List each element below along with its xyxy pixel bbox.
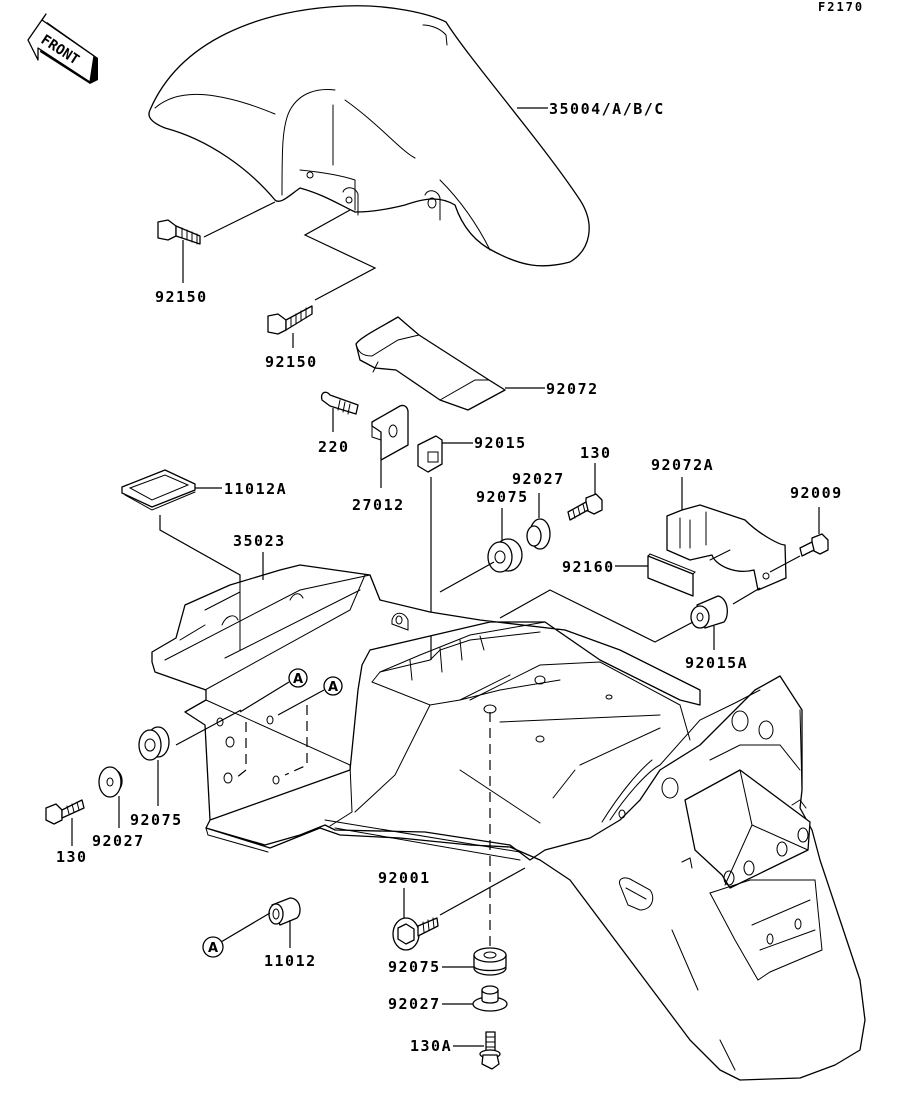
label-220: 220	[318, 438, 350, 456]
grommet-92075-top[interactable]	[487, 538, 523, 573]
label-92150-left: 92150	[155, 288, 208, 306]
label-92001: 92001	[378, 869, 431, 887]
front-direction-arrow-icon: FRONT	[27, 13, 98, 84]
screw-92009-icon[interactable]	[799, 533, 829, 557]
label-92015: 92015	[474, 434, 527, 452]
bolt-130-top-icon[interactable]	[567, 493, 603, 521]
label-92075-left: 92075	[130, 811, 183, 829]
label-11012a: 11012A	[224, 480, 287, 498]
grommet-92075-bottom[interactable]	[473, 947, 507, 976]
bolt-130-left-icon[interactable]	[45, 799, 85, 825]
diagram-code: F2170	[818, 0, 864, 14]
bolt-92150-left-icon[interactable]	[157, 219, 201, 245]
label-130a: 130A	[410, 1037, 452, 1055]
reference-marker-a-2: A	[323, 676, 343, 696]
cap-11012[interactable]	[268, 897, 301, 926]
inner-fender-35023[interactable]	[151, 564, 866, 1081]
pad-92072[interactable]	[355, 316, 506, 411]
label-92072a: 92072A	[651, 456, 714, 474]
label-92150-right: 92150	[265, 353, 318, 371]
svg-text:A: A	[328, 680, 338, 695]
bolt-92001-icon[interactable]	[392, 917, 439, 951]
label-92075-bottom: 92075	[388, 958, 441, 976]
bolt-130a-icon[interactable]	[479, 1031, 501, 1070]
label-92072: 92072	[546, 380, 599, 398]
label-92015a: 92015A	[685, 654, 748, 672]
bracket-92072a[interactable]	[666, 504, 787, 591]
label-35023: 35023	[233, 532, 286, 550]
bolt-92150-right-icon[interactable]	[267, 305, 313, 335]
label-92075-top: 92075	[476, 488, 529, 506]
washer-92027-left[interactable]	[98, 766, 123, 798]
svg-text:A: A	[208, 941, 218, 956]
screw-220-icon[interactable]	[320, 391, 359, 415]
cap-11012a[interactable]	[121, 469, 196, 511]
bracket-27012[interactable]	[371, 404, 409, 461]
washer-92027-top[interactable]	[526, 518, 551, 550]
label-35004: 35004/A/B/C	[549, 100, 665, 118]
label-92027-bottom: 92027	[388, 995, 441, 1013]
nut-92015[interactable]	[417, 435, 443, 473]
label-130-left: 130	[56, 848, 88, 866]
cushion-92160[interactable]	[647, 553, 696, 597]
grommet-92075-left[interactable]	[138, 726, 170, 761]
collar-92015a[interactable]	[690, 595, 729, 629]
label-27012: 27012	[352, 496, 405, 514]
label-11012: 11012	[264, 952, 317, 970]
washer-92027-bottom[interactable]	[472, 985, 508, 1012]
front-fender-35004[interactable]	[148, 5, 590, 267]
label-92160: 92160	[562, 558, 615, 576]
reference-marker-a-1: A	[288, 668, 308, 688]
label-130-top: 130	[580, 444, 612, 462]
label-92027-top: 92027	[512, 470, 565, 488]
label-92027-left: 92027	[92, 832, 145, 850]
label-92009: 92009	[790, 484, 843, 502]
reference-marker-a-3: A	[202, 936, 224, 958]
svg-text:A: A	[293, 672, 303, 687]
